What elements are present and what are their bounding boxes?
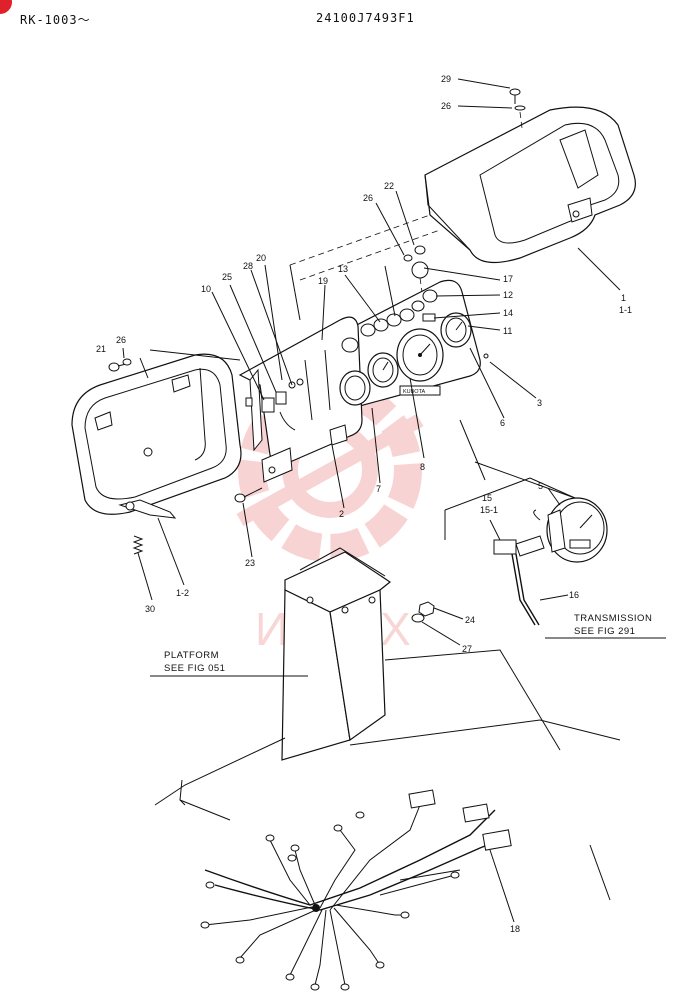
platform-note: PLATFORM SEE FIG 051: [150, 650, 308, 677]
callout-30: 30: [145, 604, 155, 614]
callout-13: 13: [338, 264, 348, 274]
callout-25: 25: [222, 272, 232, 282]
screw-21: [108, 358, 132, 372]
temperature-gauge: [367, 352, 399, 388]
platform-outline: [154, 649, 621, 901]
steering-post: [281, 547, 392, 761]
callout-labels: 29 26 22 26 13 20 28 25 10 19 17 12 14 1…: [96, 74, 632, 934]
callout-29: 29: [441, 74, 451, 84]
screw-29: [509, 88, 526, 129]
callout-28: 28: [243, 261, 253, 271]
callout-26-left: 26: [116, 335, 126, 345]
transmission-ref: SEE FIG 291: [574, 626, 635, 637]
callout-15-1: 15-1: [480, 505, 498, 515]
tachometer-gauge: [396, 328, 444, 382]
callout-10: 10: [201, 284, 211, 294]
callout-23: 23: [245, 558, 255, 568]
callout-19: 19: [318, 276, 328, 286]
corner-badge: [0, 0, 12, 14]
callout-11: 11: [503, 326, 512, 336]
callout-5: 5: [538, 481, 543, 491]
callout-7: 7: [376, 484, 381, 494]
key-switch: [403, 245, 438, 322]
connectors: [200, 789, 512, 991]
callout-3: 3: [537, 398, 542, 408]
callout-22: 22: [384, 181, 394, 191]
rear-panel-cover: [71, 353, 242, 519]
callout-1-2: 1-2: [176, 588, 189, 598]
transmission-note: TRANSMISSION SEE FIG 291: [545, 613, 666, 639]
callout-26-top: 26: [441, 101, 451, 111]
callout-24: 24: [465, 615, 475, 625]
callout-1: 1: [621, 293, 626, 303]
tacho-cable: [493, 535, 545, 626]
spring-30: [132, 535, 144, 555]
callout-27: 27: [462, 644, 472, 654]
callout-20: 20: [256, 253, 266, 263]
bolt-23: [234, 487, 263, 503]
leader-lines: [122, 78, 621, 923]
model-code: RK-1003～: [20, 13, 91, 27]
nameplate-text: KUBOTA: [403, 389, 426, 395]
callout-12: 12: [503, 290, 513, 300]
hour-meter: [339, 370, 371, 406]
callout-2: 2: [339, 509, 344, 519]
transmission-title: TRANSMISSION: [574, 613, 652, 624]
callout-26-mid: 26: [363, 193, 373, 203]
platform-title: PLATFORM: [164, 650, 219, 661]
callout-17: 17: [503, 274, 513, 284]
callout-15: 15: [482, 493, 492, 503]
callout-8: 8: [420, 462, 425, 472]
indicator-lamps: [341, 308, 415, 353]
tachometer-assembly: [533, 497, 608, 563]
callout-6: 6: [500, 418, 505, 428]
callout-1-1: 1-1: [619, 305, 632, 315]
callout-14: 14: [503, 308, 513, 318]
callout-18: 18: [510, 924, 520, 934]
fuel-gauge: [440, 312, 472, 348]
platform-ref: SEE FIG 051: [164, 663, 225, 674]
nameplate: [399, 385, 441, 396]
callout-21: 21: [96, 344, 106, 354]
wiring-harness: [200, 789, 512, 991]
switch-cluster: [245, 378, 304, 431]
nut-24: [411, 601, 435, 623]
callout-16: 16: [569, 590, 579, 600]
meter-cover: [424, 106, 636, 264]
drawing-number: 24100J7493F1: [316, 11, 415, 25]
